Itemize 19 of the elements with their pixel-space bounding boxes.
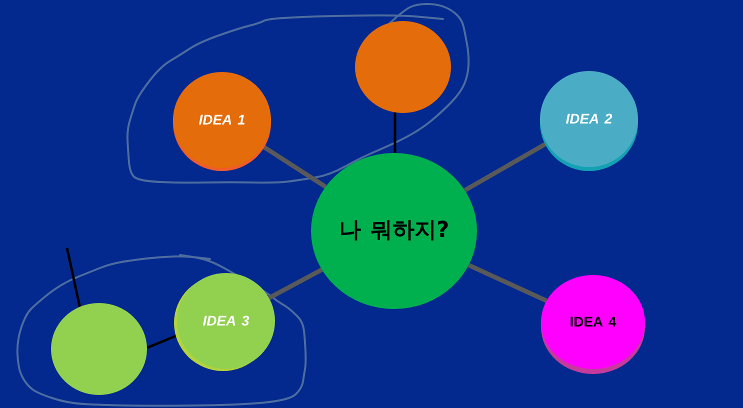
connector-line: [268, 268, 323, 300]
central-topic-bubble: [311, 153, 477, 309]
idea-bubble: [540, 71, 638, 171]
blank-bubble: [51, 303, 147, 395]
idea-label: IDEA 2: [566, 110, 612, 128]
blank-bubble: [355, 21, 451, 113]
connector-line: [262, 144, 327, 189]
connector-line: [468, 263, 548, 303]
idea-bubble: [174, 273, 275, 371]
idea-bubble: [541, 275, 645, 374]
idea-label: IDEA 4: [570, 314, 616, 330]
connector-line: [464, 141, 548, 192]
connector-line: [394, 112, 396, 153]
hand-drawn-loop: [16, 254, 307, 407]
topic-label: 나 뭐하지?: [338, 218, 450, 244]
idea-bubble: [173, 72, 271, 171]
idea-label: IDEA 1: [198, 112, 246, 128]
connector-line: [66, 248, 82, 308]
idea-label: IDEA 3: [202, 312, 250, 330]
